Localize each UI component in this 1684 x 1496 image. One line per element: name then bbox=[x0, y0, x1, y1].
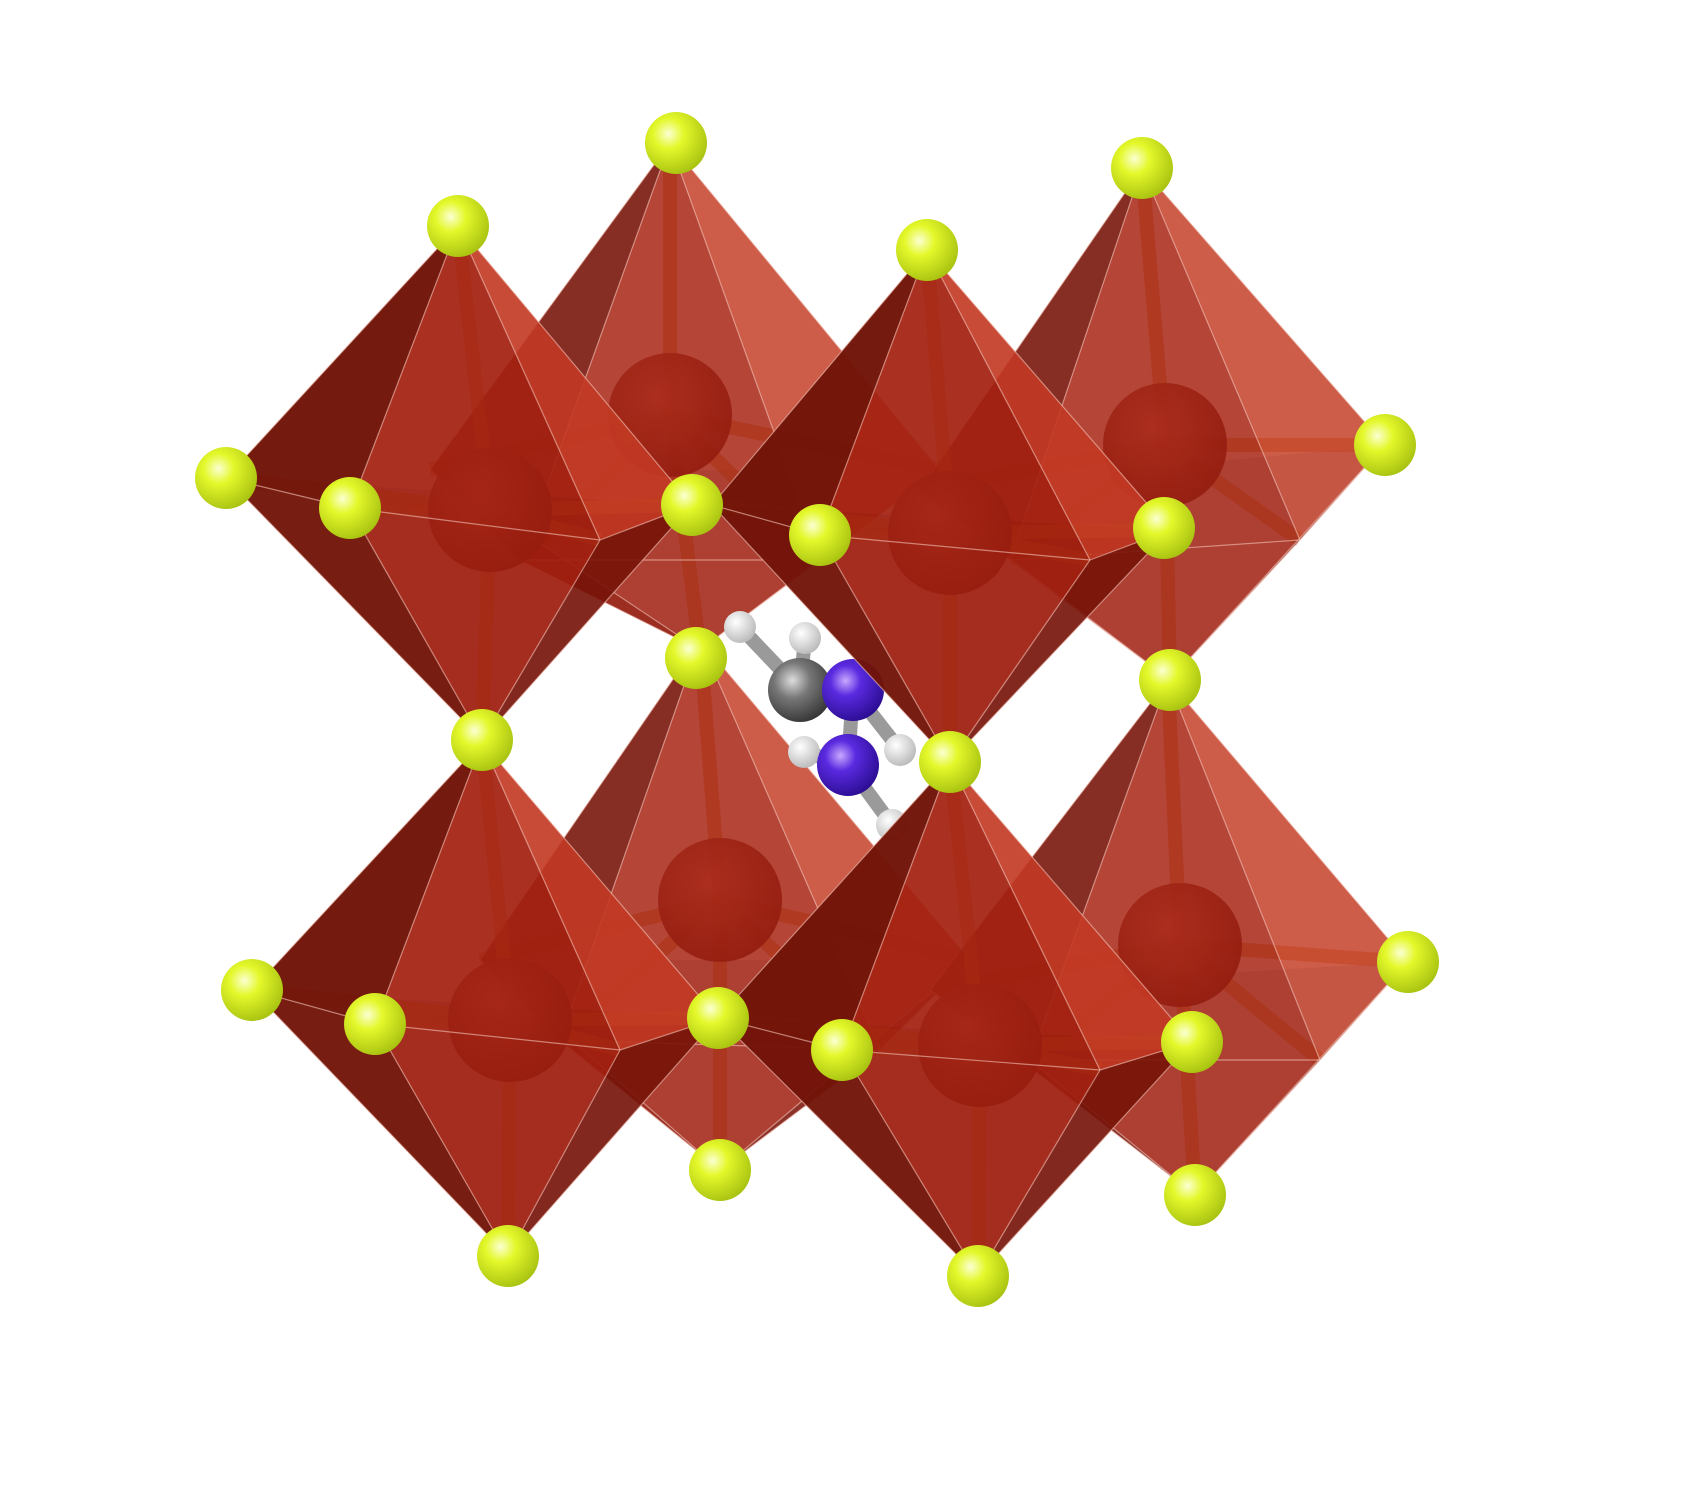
octahedron-face bbox=[712, 250, 927, 535]
octahedron-edge bbox=[349, 507, 483, 741]
octahedron-edge bbox=[1169, 539, 1301, 681]
octahedron-face bbox=[842, 1050, 1100, 1276]
octahedron-edge bbox=[949, 761, 1193, 1043]
halide-atom bbox=[1164, 1164, 1226, 1226]
halide-atom bbox=[687, 987, 749, 1049]
octahedron-edge bbox=[949, 761, 1101, 1071]
octahedron-edge bbox=[374, 1023, 621, 1051]
octahedron-face bbox=[820, 535, 1090, 762]
octahedron bbox=[717, 761, 1193, 1277]
halide-atom bbox=[947, 1245, 1009, 1307]
halide-atom bbox=[789, 504, 851, 566]
halide-atom bbox=[689, 1139, 751, 1201]
halide-atom bbox=[319, 477, 381, 539]
octahedron-edge bbox=[926, 249, 1171, 531]
octahedron-edge bbox=[977, 1041, 1193, 1277]
octahedron-edge bbox=[711, 504, 951, 763]
hydrogen-atom bbox=[789, 622, 821, 654]
halide-atom bbox=[344, 993, 406, 1055]
octahedron-edge bbox=[225, 225, 459, 479]
nitrogen-atom bbox=[817, 734, 879, 796]
halide-atom bbox=[1161, 1011, 1223, 1073]
octahedron-edge bbox=[251, 989, 509, 1257]
octahedron-edge bbox=[926, 249, 1091, 561]
halide-atom bbox=[919, 731, 981, 793]
octahedron-edge bbox=[949, 529, 1171, 763]
halide-atom bbox=[427, 195, 489, 257]
octahedron bbox=[251, 741, 719, 1257]
octahedron-edge bbox=[841, 761, 951, 1051]
octahedron-edge bbox=[374, 1023, 509, 1257]
octahedron-face bbox=[252, 742, 482, 1024]
halide-atom bbox=[477, 1225, 539, 1287]
octahedron-edge bbox=[949, 559, 1091, 763]
halide-atom bbox=[811, 1019, 873, 1081]
octahedron-edge bbox=[507, 1017, 719, 1257]
octahedron-edge bbox=[1141, 167, 1301, 541]
octahedron-edge bbox=[717, 761, 951, 1019]
hydrogen-atom bbox=[884, 734, 916, 766]
halide-atom bbox=[665, 627, 727, 689]
hydrogen-atom bbox=[788, 736, 820, 768]
octahedron-face bbox=[375, 1024, 620, 1256]
octahedron-face bbox=[458, 226, 692, 540]
octahedron-face bbox=[842, 762, 1100, 1070]
carbon-atom bbox=[768, 658, 832, 722]
octahedron-face bbox=[1168, 680, 1408, 1060]
halide-atom bbox=[661, 474, 723, 536]
octahedron-face bbox=[1142, 168, 1385, 540]
octahedron-face bbox=[950, 762, 1192, 1070]
halide-atom bbox=[645, 112, 707, 174]
octahedron-face bbox=[375, 742, 620, 1050]
octahedron-edge bbox=[819, 534, 1091, 561]
octahedron-edge bbox=[819, 249, 928, 536]
octahedron-face bbox=[226, 226, 458, 508]
octahedron-edge bbox=[841, 1049, 979, 1277]
halide-atom bbox=[1354, 414, 1416, 476]
octahedron bbox=[711, 249, 1171, 763]
octahedron-edge bbox=[819, 534, 951, 763]
hydrogen-atom bbox=[724, 611, 756, 643]
halide-atom bbox=[1111, 137, 1173, 199]
octahedron-edge bbox=[507, 1049, 621, 1257]
halide-atom bbox=[195, 447, 257, 509]
octahedron-edge bbox=[977, 1069, 1101, 1277]
halide-atom bbox=[1139, 649, 1201, 711]
octahedron-face bbox=[350, 226, 600, 540]
halide-atom bbox=[451, 709, 513, 771]
octahedron-edge bbox=[374, 741, 483, 1025]
halide-atom bbox=[1133, 497, 1195, 559]
octahedron-edge bbox=[841, 1049, 1101, 1071]
octahedron-edge bbox=[349, 507, 601, 541]
octahedron-edge bbox=[717, 1017, 979, 1277]
octahedron-edge bbox=[225, 477, 483, 741]
octahedron-edge bbox=[481, 504, 693, 741]
octahedron-edge bbox=[711, 249, 928, 506]
octahedron-face bbox=[820, 250, 1090, 560]
octahedron-face bbox=[350, 508, 600, 740]
octahedron-face bbox=[718, 762, 950, 1050]
octahedron-face bbox=[927, 250, 1170, 560]
octahedron-edge bbox=[349, 225, 459, 509]
octahedron-edge bbox=[251, 741, 483, 991]
octahedron-edge bbox=[481, 741, 621, 1051]
octahedron-edge bbox=[481, 741, 719, 1019]
halide-atom bbox=[896, 219, 958, 281]
halide-atom bbox=[221, 959, 283, 1021]
octahedron-edge bbox=[1167, 679, 1409, 963]
halide-atom bbox=[1377, 931, 1439, 993]
octahedron-edge bbox=[457, 225, 693, 506]
octahedron bbox=[225, 225, 693, 741]
front-octahedra-layer bbox=[195, 112, 1439, 1307]
octahedron-edge bbox=[1141, 167, 1386, 446]
octahedron-edge bbox=[457, 225, 601, 541]
octahedron-face bbox=[482, 742, 718, 1050]
octahedron-edge bbox=[1167, 679, 1321, 1061]
organic-cation bbox=[724, 611, 916, 841]
octahedron-edge bbox=[481, 539, 601, 741]
